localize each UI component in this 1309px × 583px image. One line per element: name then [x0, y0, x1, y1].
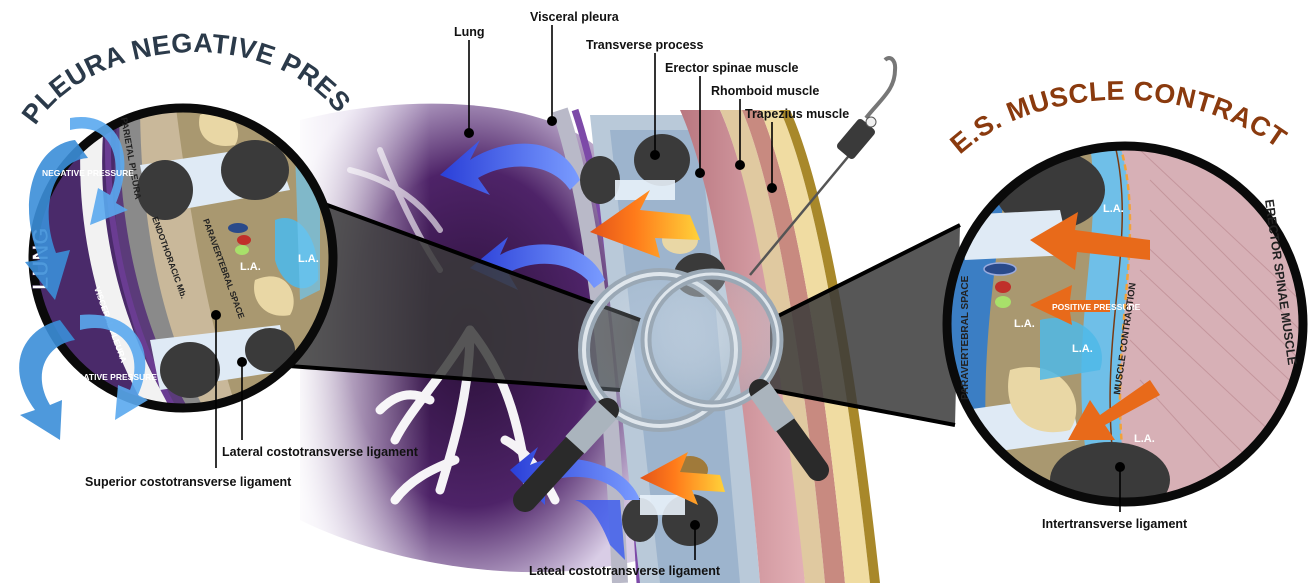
label-lateral-costotransverse-ligament: Lateral costotransverse ligament — [222, 445, 419, 459]
left-inset-la-2: L.A. — [298, 253, 319, 265]
label-superior-costotransverse-ligament: Superior costotransverse ligament — [85, 475, 292, 489]
right-inset-la-4: L.A. — [1134, 433, 1155, 445]
label-rhomboid-muscle: Rhomboid muscle — [711, 84, 819, 98]
right-inset-la-2: L.A. — [1014, 318, 1035, 330]
label-lateal-costotransverse-ligament: Lateal costotransverse ligament — [529, 564, 721, 578]
label-trapezius-muscle: Trapezius muscle — [745, 107, 849, 121]
negative-pressure-label-1: NEGATIVE PRESSURE — [42, 168, 134, 178]
label-lung: Lung — [454, 25, 485, 39]
right-inset-paravertebral-space: PARAVERTEBRAL SPACE — [960, 275, 971, 400]
label-erector-spinae-muscle: Erector spinae muscle — [665, 61, 798, 75]
left-inset-la-1: L.A. — [240, 261, 261, 273]
label-visceral-pleura: Visceral pleura — [530, 10, 620, 24]
right-inset-la-1: L.A. — [1103, 203, 1124, 215]
negative-pressure-label-2: NEGATIVE PRESSURE — [65, 372, 157, 382]
label-transverse-process: Transverse process — [586, 38, 703, 52]
right-inset-la-3: L.A. — [1072, 343, 1093, 355]
label-intertransverse-ligament: Intertransverse ligament — [1042, 517, 1188, 531]
right-inset: L.A. L.A. L.A. L.A. POSITIVE PRESSURE PA… — [945, 145, 1305, 518]
